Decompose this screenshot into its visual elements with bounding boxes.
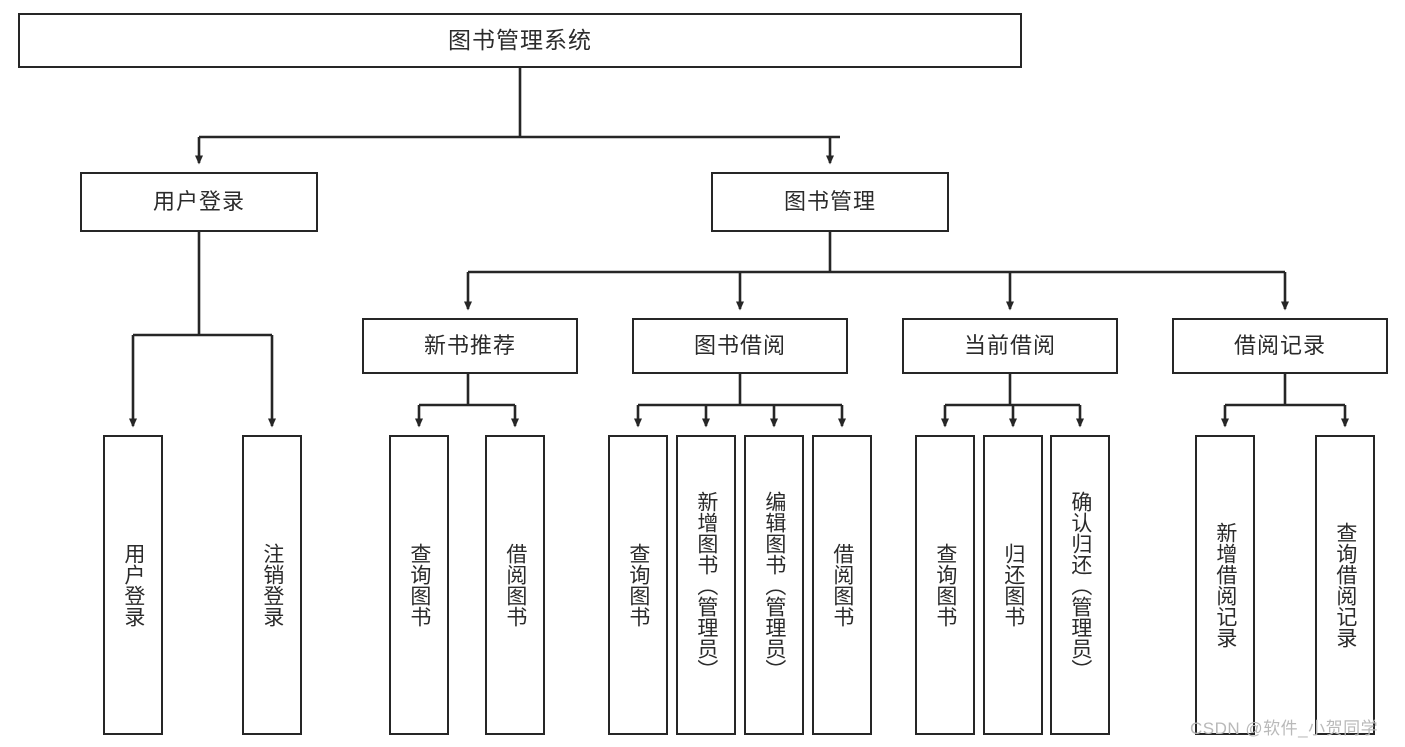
- node-user-login[interactable]: 用户登录: [80, 172, 318, 232]
- node-leaf-return-book[interactable]: 归还图书: [983, 435, 1043, 735]
- node-leaf-edit-book-label: 编辑图书（管理员）: [762, 490, 786, 680]
- node-leaf-edit-book[interactable]: 编辑图书（管理员）: [744, 435, 804, 735]
- node-leaf-user-login[interactable]: 用户登录: [103, 435, 163, 735]
- node-leaf-confirm-return-label: 确认归还（管理员）: [1068, 490, 1092, 680]
- node-new-book-recommendation[interactable]: 新书推荐: [362, 318, 578, 374]
- node-leaf-user-login-label: 用户登录: [121, 543, 145, 627]
- node-leaf-query-record[interactable]: 查询借阅记录: [1315, 435, 1375, 735]
- node-leaf-confirm-return[interactable]: 确认归还（管理员）: [1050, 435, 1110, 735]
- node-leaf-add-record[interactable]: 新增借阅记录: [1195, 435, 1255, 735]
- node-leaf-add-record-label: 新增借阅记录: [1213, 522, 1237, 648]
- node-leaf-query-book-1-label: 查询图书: [407, 543, 431, 627]
- node-book-manage[interactable]: 图书管理: [711, 172, 949, 232]
- node-leaf-query-book-2[interactable]: 查询图书: [608, 435, 668, 735]
- node-root[interactable]: 图书管理系统: [18, 13, 1022, 68]
- node-current-borrow[interactable]: 当前借阅: [902, 318, 1118, 374]
- node-leaf-logout-label: 注销登录: [260, 543, 284, 627]
- node-borrow-record-label: 借阅记录: [1233, 332, 1326, 358]
- node-leaf-query-book-2-label: 查询图书: [626, 543, 650, 627]
- node-leaf-borrow-book-2-label: 借阅图书: [830, 543, 854, 627]
- node-user-login-label: 用户登录: [152, 188, 245, 214]
- node-book-borrow-label: 图书借阅: [693, 332, 786, 358]
- node-book-borrow[interactable]: 图书借阅: [632, 318, 848, 374]
- node-current-borrow-label: 当前借阅: [963, 332, 1056, 358]
- node-root-label: 图书管理系统: [448, 26, 592, 53]
- node-leaf-query-record-label: 查询借阅记录: [1333, 522, 1357, 648]
- node-new-book-recommendation-label: 新书推荐: [423, 332, 516, 358]
- node-leaf-add-book[interactable]: 新增图书（管理员）: [676, 435, 736, 735]
- node-leaf-add-book-label: 新增图书（管理员）: [694, 490, 718, 680]
- node-leaf-borrow-book-1-label: 借阅图书: [503, 543, 527, 627]
- node-leaf-logout[interactable]: 注销登录: [242, 435, 302, 735]
- node-leaf-borrow-book-1[interactable]: 借阅图书: [485, 435, 545, 735]
- node-book-manage-label: 图书管理: [783, 188, 876, 214]
- node-leaf-query-book-3-label: 查询图书: [933, 543, 957, 627]
- node-borrow-record[interactable]: 借阅记录: [1172, 318, 1388, 374]
- node-leaf-query-book-1[interactable]: 查询图书: [389, 435, 449, 735]
- node-leaf-borrow-book-2[interactable]: 借阅图书: [812, 435, 872, 735]
- node-leaf-query-book-3[interactable]: 查询图书: [915, 435, 975, 735]
- node-leaf-return-book-label: 归还图书: [1001, 543, 1025, 627]
- csdn-watermark: CSDN @软件_小贺同学: [1190, 719, 1379, 738]
